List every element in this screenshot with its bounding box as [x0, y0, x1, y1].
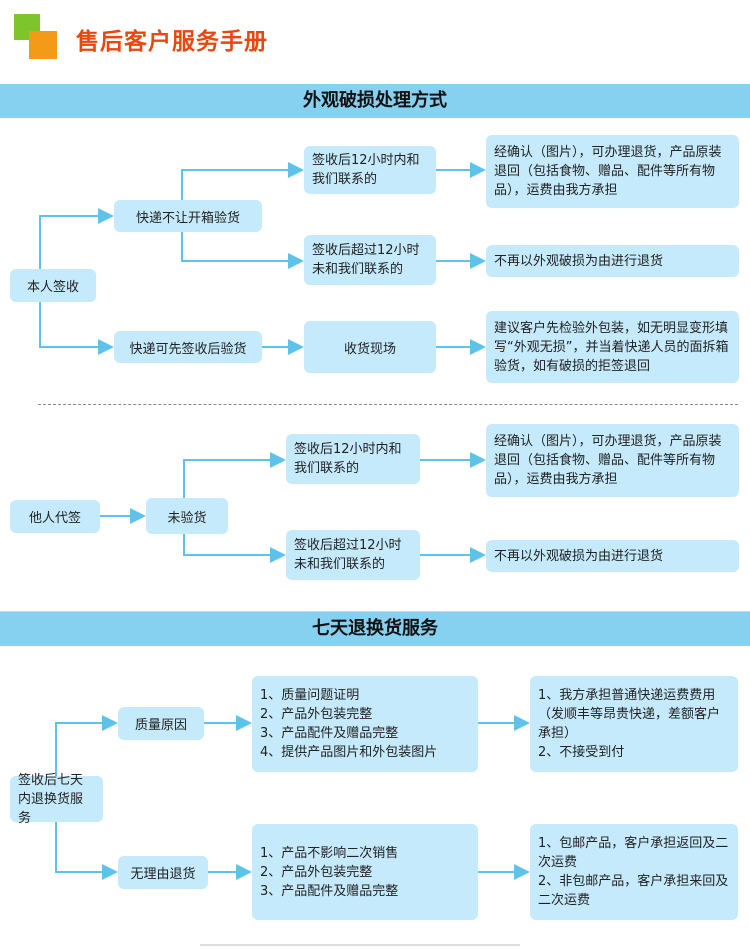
node-sign-then-inspect: 快递可先签收后验货	[114, 331, 262, 363]
section-separator-line	[0, 611, 750, 612]
node-contact-within-12h: 签收后12小时内和我们联系的	[304, 146, 436, 194]
node-proxy-over-12h: 签收后超过12小时未和我们联系的	[286, 530, 420, 580]
logo-orange-square	[29, 31, 57, 59]
node-contact-over-12h: 签收后超过12小时未和我们联系的	[304, 235, 436, 285]
quality-requirements: 1、质量问题证明 2、产品外包装完整 3、产品配件及赠品完整 4、提供产品图片和…	[252, 676, 478, 772]
result-proxy-refund-approved: 经确认（图片），可办理退货，产品原装退回（包括食物、赠品、配件等所有物品），运费…	[486, 424, 739, 497]
section-divider	[38, 404, 738, 405]
node-not-inspected: 未验货	[146, 498, 228, 534]
node-proxy-sign: 他人代签	[10, 500, 100, 533]
node-quality-reason: 质量原因	[118, 707, 204, 740]
node-proxy-within-12h: 签收后12小时内和我们联系的	[286, 434, 420, 484]
result-inspection-advice: 建议客户先检验外包装，如无明显变形填写“外观无损”，并当着快递人员的面拆箱验货，…	[486, 311, 739, 383]
result-no-refund: 不再以外观破损为由进行退货	[486, 245, 739, 277]
node-on-site: 收货现场	[304, 321, 436, 373]
page-title: 售后客户服务手册	[76, 29, 268, 55]
node-no-open-inspection: 快递不让开箱验货	[114, 200, 262, 232]
no-reason-result: 1、包邮产品，客户承担返回及二次运费 2、非包邮产品，客户承担来回及二次运费	[530, 824, 738, 920]
node-seven-day-return: 签收后七天内退换货服务	[10, 773, 103, 826]
result-refund-approved: 经确认（图片），可办理退货，产品原装退回（包括食物、赠品、配件等所有物品），运费…	[486, 135, 739, 208]
no-reason-requirements: 1、产品不影响二次销售 2、产品外包装完整 3、产品配件及赠品完整	[252, 824, 478, 920]
quality-result: 1、我方承担普通快递运费费用（发顺丰等昂贵快递，差额客户承担） 2、不接受到付	[530, 676, 738, 772]
node-no-reason-return: 无理由退货	[118, 856, 208, 889]
footer-line	[200, 944, 520, 946]
result-proxy-no-refund: 不再以外观破损为由进行退货	[486, 540, 739, 572]
section-banner-seven-day: 七天退换货服务	[0, 612, 750, 646]
node-self-sign: 本人签收	[10, 269, 96, 302]
section-banner-damage: 外观破损处理方式	[0, 84, 750, 118]
